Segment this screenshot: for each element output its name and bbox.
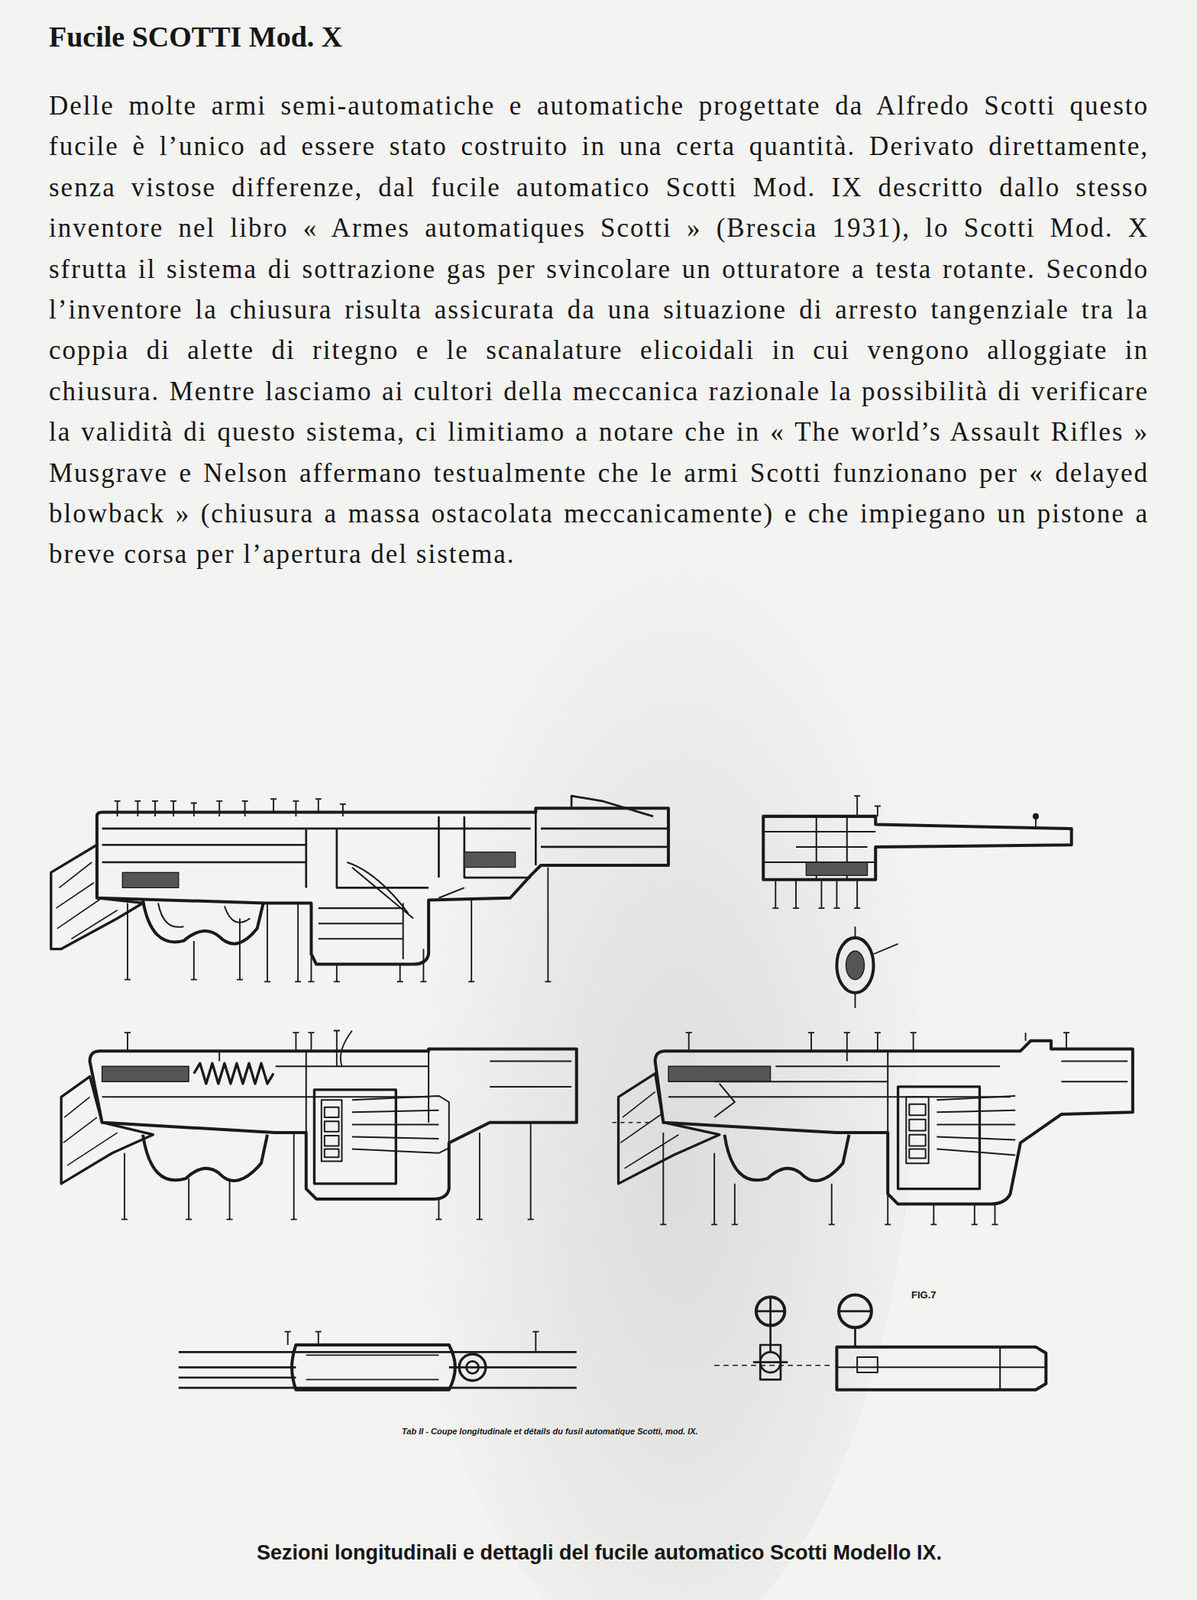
page-title: Fucile SCOTTI Mod. X <box>48 19 343 54</box>
plate-caption: Tab II - Coupe longitudinale et détails … <box>401 1426 699 1437</box>
section-four <box>612 1032 1133 1225</box>
section-three <box>61 1030 577 1220</box>
body-paragraph: Delle molte armi semi-automatiche e auto… <box>48 85 1149 576</box>
bolt-detail <box>178 1332 577 1391</box>
round-detail <box>836 926 898 1009</box>
fig-seven-details <box>714 1295 1046 1391</box>
figure-number: FIG.7 <box>911 1289 937 1301</box>
section-one <box>51 795 669 982</box>
section-two <box>763 795 1071 909</box>
figure-caption: Sezioni longitudinali e dettagli del fuc… <box>256 1541 942 1566</box>
